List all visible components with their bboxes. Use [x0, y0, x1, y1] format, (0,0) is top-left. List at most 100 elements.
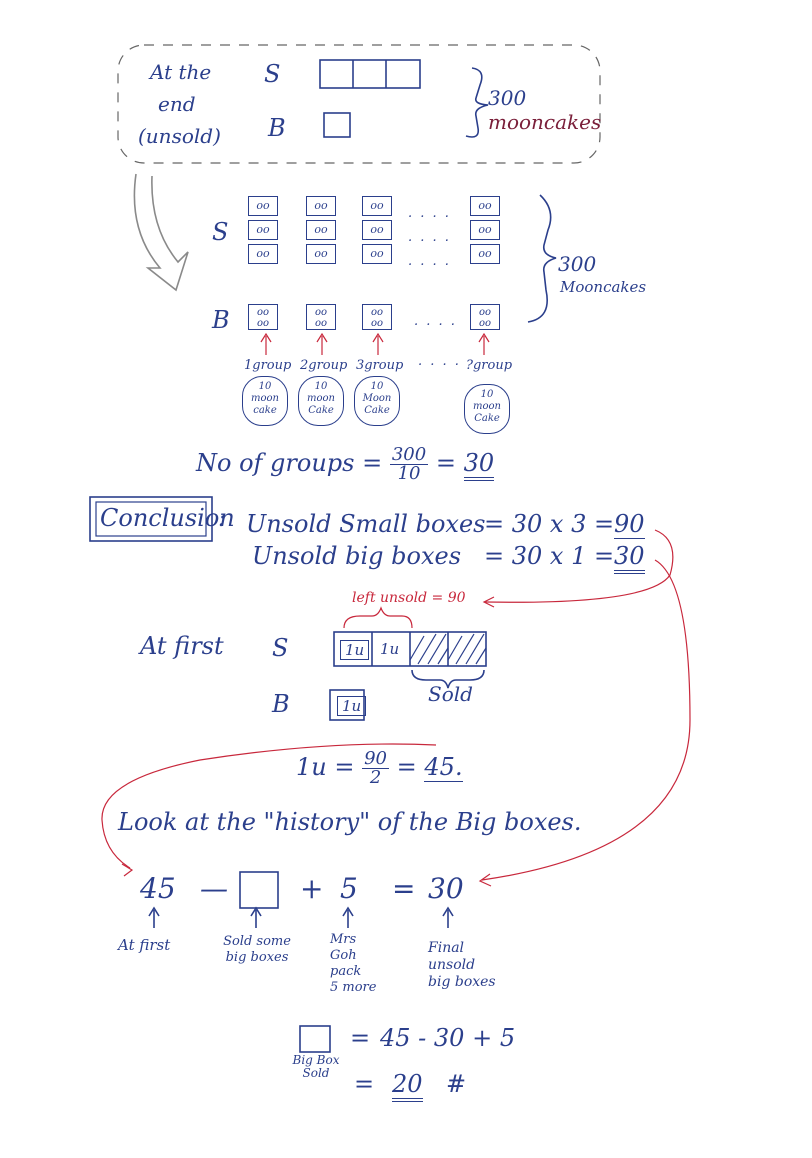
mini-small-box: oo [362, 196, 392, 216]
group-label-1: 1group [244, 358, 292, 373]
arrow-30-to-final [481, 559, 691, 881]
at-first-b-label: B [272, 690, 290, 718]
equation-plus: + [300, 872, 324, 905]
groups-calc: No of groups = 300 10 = 30 [196, 444, 495, 484]
final-eq2: = [354, 1070, 375, 1098]
conclusion-row1-label: Unsold Small boxes [246, 510, 486, 538]
mini-small-box: oo [306, 196, 336, 216]
equation-blank [239, 871, 279, 909]
end-panel-outline [117, 44, 601, 164]
mini-small-box: oo [470, 196, 500, 216]
mini-small-box: oo [362, 244, 392, 264]
mini-big-box-top: oo [256, 307, 270, 318]
mini-big-box-bottom: oo [314, 318, 328, 329]
equation-pointers [148, 906, 454, 928]
mini-small-box: oo [362, 220, 392, 240]
sold-hatching [409, 633, 487, 665]
group-blob-3: 10 Moon Cake [354, 376, 400, 426]
groups-b-label: B [212, 306, 230, 334]
unit-box-2: 1u [380, 640, 400, 658]
conclusion-colon: : [218, 504, 227, 532]
equation-c: 30 [428, 872, 464, 905]
end-label-line3: (unsold) [138, 124, 221, 148]
mini-small-box: oo [306, 220, 336, 240]
note-mrs-goh: Mrs Goh pack 5 more [330, 932, 377, 995]
mini-big-box-bottom: oo [370, 318, 384, 329]
unit-box-1: 1u [340, 640, 370, 660]
mini-small-box: oo [470, 244, 500, 264]
note-sold-some: Sold some big boxes [223, 934, 291, 965]
final-eq: = [350, 1024, 371, 1052]
mini-big-box-bottom: oo [478, 318, 492, 329]
dots-row2: . . . . [408, 230, 451, 245]
dots-row1: . . . . [408, 206, 451, 221]
final-hash: # [446, 1070, 467, 1098]
at-first-s-label: S [272, 634, 289, 662]
arrow-90-to-left-unsold [484, 529, 674, 603]
end-b-label: B [268, 114, 286, 142]
dots-row3: . . . . [408, 254, 451, 269]
end-total-number: 300 [488, 86, 527, 110]
equation-b: 5 [340, 872, 358, 905]
conclusion-row2-result: 30 [614, 542, 645, 574]
group-blob-1: 10 moon cake [242, 376, 288, 426]
note-at-first: At first [118, 936, 171, 954]
mini-big-box-top: oo [314, 307, 328, 318]
groups-total-unit: Mooncakes [560, 278, 647, 296]
groups-total-number: 300 [558, 252, 597, 276]
history-line: Look at the "history" of the Big boxes. [118, 808, 582, 836]
at-first-label: At first [140, 632, 224, 660]
mini-big-box-top: oo [370, 307, 384, 318]
dots-big: . . . . [414, 314, 457, 329]
final-result: 20 [392, 1070, 423, 1102]
conclusion-frame [89, 496, 213, 542]
final-blank [299, 1025, 331, 1053]
dots-groups: . . . . [418, 354, 461, 369]
conclusion-row2-label: Unsold big boxes [252, 542, 462, 570]
group-label-2: 2group [300, 358, 348, 373]
group-blob-2: 10 moon Cake [298, 376, 344, 426]
final-box-caption: Big Box Sold [292, 1053, 340, 1080]
mini-small-box: oo [470, 220, 500, 240]
group-label-4: ?group [466, 358, 513, 373]
end-label-line2: end [158, 92, 196, 116]
group-label-3: 3group [356, 358, 404, 373]
sold-label: Sold [428, 682, 473, 706]
final-expr: 45 - 30 + 5 [380, 1024, 516, 1052]
note-final-unsold: Final unsold big boxes [428, 940, 496, 990]
small-boxes-bar [319, 59, 421, 89]
group-blob-4: 10 moon Cake [464, 384, 510, 434]
big-box-single [323, 112, 351, 138]
mini-small-box: oo [248, 244, 278, 264]
end-label-line1: At the [150, 60, 212, 84]
end-s-label: S [264, 60, 281, 88]
equation-eq: = [392, 872, 416, 905]
mini-small-box: oo [248, 196, 278, 216]
unit-calc: 1u = 90 2 = 45. [296, 748, 463, 788]
equation-a: 45 [140, 872, 176, 905]
conclusion-title: Conclusion [100, 504, 235, 532]
equation-minus: — [200, 872, 228, 905]
brace-300 [465, 67, 489, 138]
left-unsold-label: left unsold = 90 [352, 590, 466, 606]
groups-s-label: S [212, 218, 229, 246]
arrow-45-to-equation [101, 743, 437, 869]
conclusion-row1-expr: = 30 x 3 = [484, 510, 615, 538]
group-pointers [260, 332, 490, 355]
mini-small-box: oo [306, 244, 336, 264]
mini-small-box: oo [248, 220, 278, 240]
conclusion-row2-expr: = 30 x 1 = [484, 542, 615, 570]
mini-big-box-top: oo [478, 307, 492, 318]
down-arrow-icon [133, 173, 189, 292]
at-first-big-box [329, 689, 365, 721]
end-total-unit: mooncakes [488, 110, 602, 134]
brace-groups [527, 194, 557, 323]
mini-big-box-bottom: oo [256, 318, 270, 329]
unit-box-big: 1u [337, 696, 367, 716]
conclusion-row1-result: 90 [614, 510, 645, 539]
